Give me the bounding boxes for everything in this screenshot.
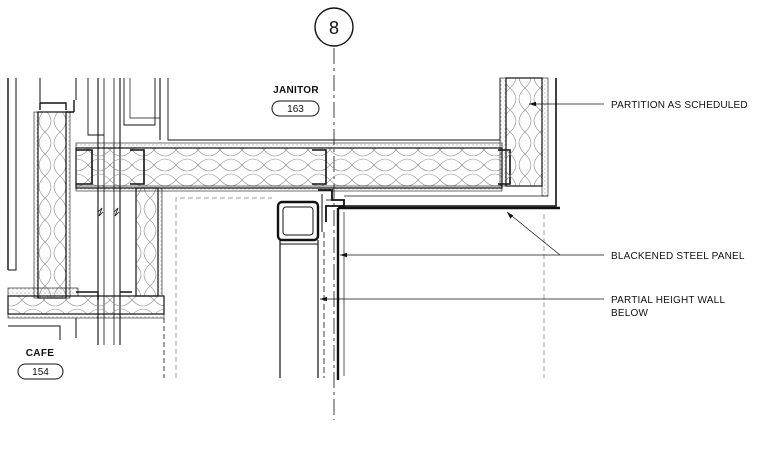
leader-partition bbox=[529, 101, 604, 107]
room-name: JANITOR bbox=[273, 85, 319, 96]
left-wall-assembly bbox=[7, 78, 165, 378]
partition-vertical-right bbox=[167, 77, 557, 207]
room-tag-cafe: CAFE 154 bbox=[17, 348, 64, 380]
room-number: 163 bbox=[287, 104, 304, 115]
callout-partition: PARTITION AS SCHEDULED bbox=[611, 100, 748, 111]
callout-partial-wall-line1: PARTIAL HEIGHT WALL bbox=[611, 295, 725, 306]
room-tag-janitor: JANITOR 163 bbox=[271, 85, 320, 117]
grid-bubble-8: 8 bbox=[314, 7, 354, 47]
steel-panel-and-column bbox=[175, 189, 560, 380]
callout-steel-panel: BLACKENED STEEL PANEL bbox=[611, 251, 745, 262]
grid-bubble-label: 8 bbox=[329, 18, 339, 38]
leader-partial-wall bbox=[320, 296, 604, 302]
room-number: 154 bbox=[32, 367, 49, 378]
leader-steel-panel bbox=[340, 211, 604, 258]
callout-partial-wall-line2: BELOW bbox=[611, 308, 648, 319]
room-name: CAFE bbox=[26, 348, 54, 359]
partition-horizontal bbox=[75, 142, 511, 192]
